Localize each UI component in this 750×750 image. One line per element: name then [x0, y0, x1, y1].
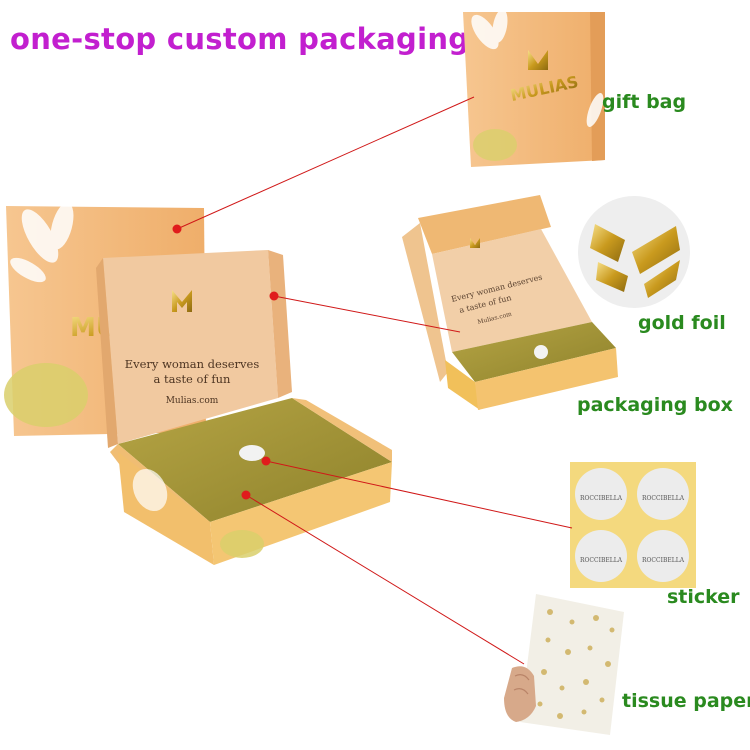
pointer-line-tissue-paper [245, 494, 525, 665]
pointer-line-packaging-box [273, 295, 461, 333]
pointer-line-sticker [265, 460, 573, 529]
pointer-dot-gift-bag [172, 224, 182, 234]
box-slogan-line2: a taste of fun [154, 372, 231, 386]
box-website: Mulias.com [166, 396, 219, 406]
sticker-text-2: ROCCIBELLA [642, 495, 685, 502]
box-slogan-line1: Every woman deserves [125, 357, 260, 371]
small-packaging-box-product: Every woman deserves a taste of fun Muli… [402, 195, 618, 410]
gift-bag-product: MULIAS [463, 9, 605, 167]
label-packaging-box: packaging box [577, 394, 733, 416]
sticker-sheet-product: ROCCIBELLA ROCCIBELLA ROCCIBELLA ROCCIBE… [570, 462, 696, 588]
box-logo-icon [172, 290, 192, 312]
main-packaging-box-product: Every woman deserves a taste of fun Muli… [96, 250, 392, 565]
pointer-dot-packaging-box [269, 291, 279, 301]
pointer-line-gift-bag [176, 96, 475, 230]
tissue-paper-product [504, 594, 624, 735]
headline: one-stop custom packaging [10, 22, 470, 56]
sticker-text-3: ROCCIBELLA [580, 557, 623, 564]
pointer-lines [172, 96, 573, 665]
gold-foil-product [578, 196, 690, 308]
label-gift-bag: gift bag [602, 91, 687, 113]
label-gold-foil: gold foil [638, 312, 726, 334]
label-sticker: sticker [667, 586, 740, 608]
pointer-dot-sticker [261, 456, 271, 466]
pointer-dot-tissue-paper [241, 490, 251, 500]
sticker-text-1: ROCCIBELLA [580, 495, 623, 502]
sticker-text-4: ROCCIBELLA [642, 557, 685, 564]
label-tissue-paper: tissue paper [622, 690, 750, 712]
